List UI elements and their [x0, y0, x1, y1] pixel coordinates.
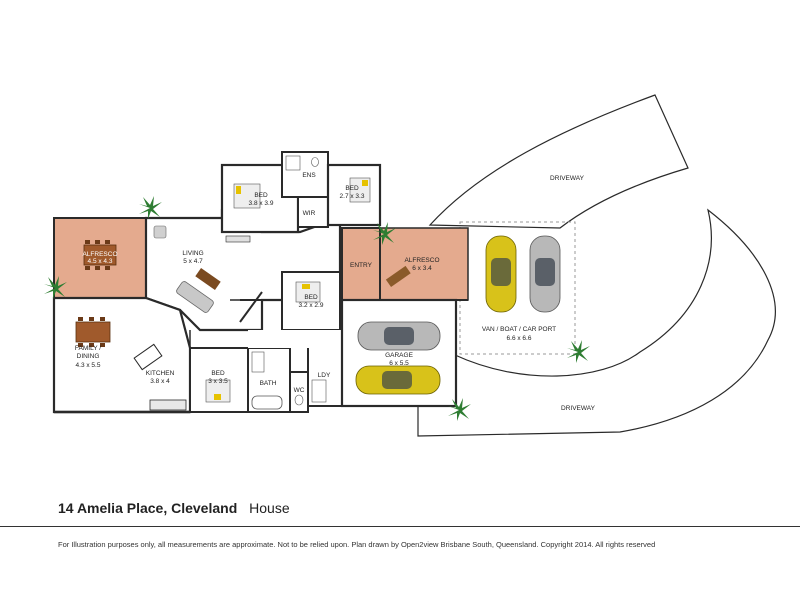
- property-type: House: [249, 500, 290, 516]
- car-icon: [355, 365, 441, 395]
- toilet: [294, 394, 304, 406]
- palm-tree-icon: [139, 196, 162, 219]
- listing-title: 14 Amelia Place, Cleveland House: [58, 500, 290, 516]
- driveway-top-area: [428, 94, 689, 229]
- property-address: 14 Amelia Place, Cleveland: [58, 500, 238, 516]
- family-dining-name-1: FAMILY /: [75, 345, 101, 352]
- entry-name: ENTRY: [350, 262, 373, 269]
- carport-name: VAN / BOAT / CAR PORT: [482, 326, 556, 333]
- alfresco-east-size: 6 x 3.4: [412, 265, 432, 272]
- garage-size: 6 x 5.5: [389, 360, 409, 367]
- entry-floor: [341, 227, 381, 301]
- car-icon: [357, 321, 441, 351]
- palm-tree-icon: [448, 398, 471, 421]
- divider: [0, 526, 800, 527]
- bath-name: BATH: [260, 380, 277, 387]
- living-name: LIVING: [182, 250, 203, 257]
- driveway-top-name: DRIVEWAY: [550, 175, 585, 182]
- bed-icon: [295, 281, 321, 303]
- bed-3-size: 3.2 x 2.9: [299, 302, 324, 309]
- carport-size: 6.6 x 6.6: [507, 335, 532, 342]
- bed-2-size: 2.7 x 3.3: [340, 193, 365, 200]
- bed-icon: [205, 379, 231, 403]
- lounge-chair: [385, 265, 411, 287]
- vanity: [251, 351, 265, 373]
- dining-table-icon: [83, 240, 117, 270]
- kitchen-bench: [149, 399, 187, 411]
- ens-name: ENS: [302, 172, 316, 179]
- family-dining-name-2: DINING: [77, 353, 100, 360]
- palm-tree-icon: [567, 340, 590, 363]
- hallway-floor: [248, 330, 342, 348]
- floor-plan: ALFRESCO 4.5 x 4.3 LIVING 5 x 4.7 FAMILY…: [44, 94, 776, 437]
- bathtub: [251, 395, 283, 410]
- tv-unit: [225, 235, 251, 243]
- alfresco-west-name: ALFRESCO: [82, 251, 117, 258]
- disclaimer-text: For Illustration purposes only, all meas…: [58, 540, 656, 549]
- wc-name: WC: [294, 387, 305, 394]
- car-icon: [485, 235, 517, 313]
- wall-detail: [239, 291, 263, 323]
- alfresco-east-floor: [379, 227, 469, 301]
- dining-table-icon: [75, 317, 111, 347]
- kitchen-name: KITCHEN: [146, 370, 175, 377]
- alfresco-west-size: 4.5 x 4.3: [88, 258, 113, 265]
- bed-icon: [233, 183, 261, 209]
- shower: [285, 155, 301, 171]
- bed-icon: [349, 177, 371, 203]
- wir-name: WIR: [303, 210, 316, 217]
- alfresco-east-name: ALFRESCO: [404, 257, 439, 264]
- car-icon: [529, 235, 561, 313]
- living-size: 5 x 4.7: [183, 258, 203, 265]
- bed-4-name: BED: [211, 370, 225, 377]
- bed-master-name: BED: [254, 192, 268, 199]
- armchair-icon: [153, 225, 167, 239]
- ldy-name: LDY: [318, 372, 331, 379]
- bed-master-size: 3.8 x 3.9: [249, 200, 274, 207]
- bed-3-name: BED: [304, 294, 318, 301]
- laundry-tub: [311, 379, 327, 403]
- driveway-bottom-name: DRIVEWAY: [561, 405, 596, 412]
- bed-4-size: 3 x 3.5: [208, 378, 228, 385]
- family-dining-size: 4.3 x 5.5: [76, 362, 101, 369]
- palm-tree-icon: [373, 222, 396, 245]
- bed-2-name: BED: [345, 185, 359, 192]
- garage-name: GARAGE: [385, 352, 413, 359]
- toilet: [311, 157, 319, 167]
- kitchen-island: [133, 343, 163, 371]
- driveway-bottom-area: [417, 208, 776, 437]
- family-kitchen-floor: [52, 296, 192, 414]
- sofa-icon: [176, 268, 221, 313]
- kitchen-size: 3.8 x 4: [150, 378, 170, 385]
- palm-tree-icon: [44, 276, 67, 299]
